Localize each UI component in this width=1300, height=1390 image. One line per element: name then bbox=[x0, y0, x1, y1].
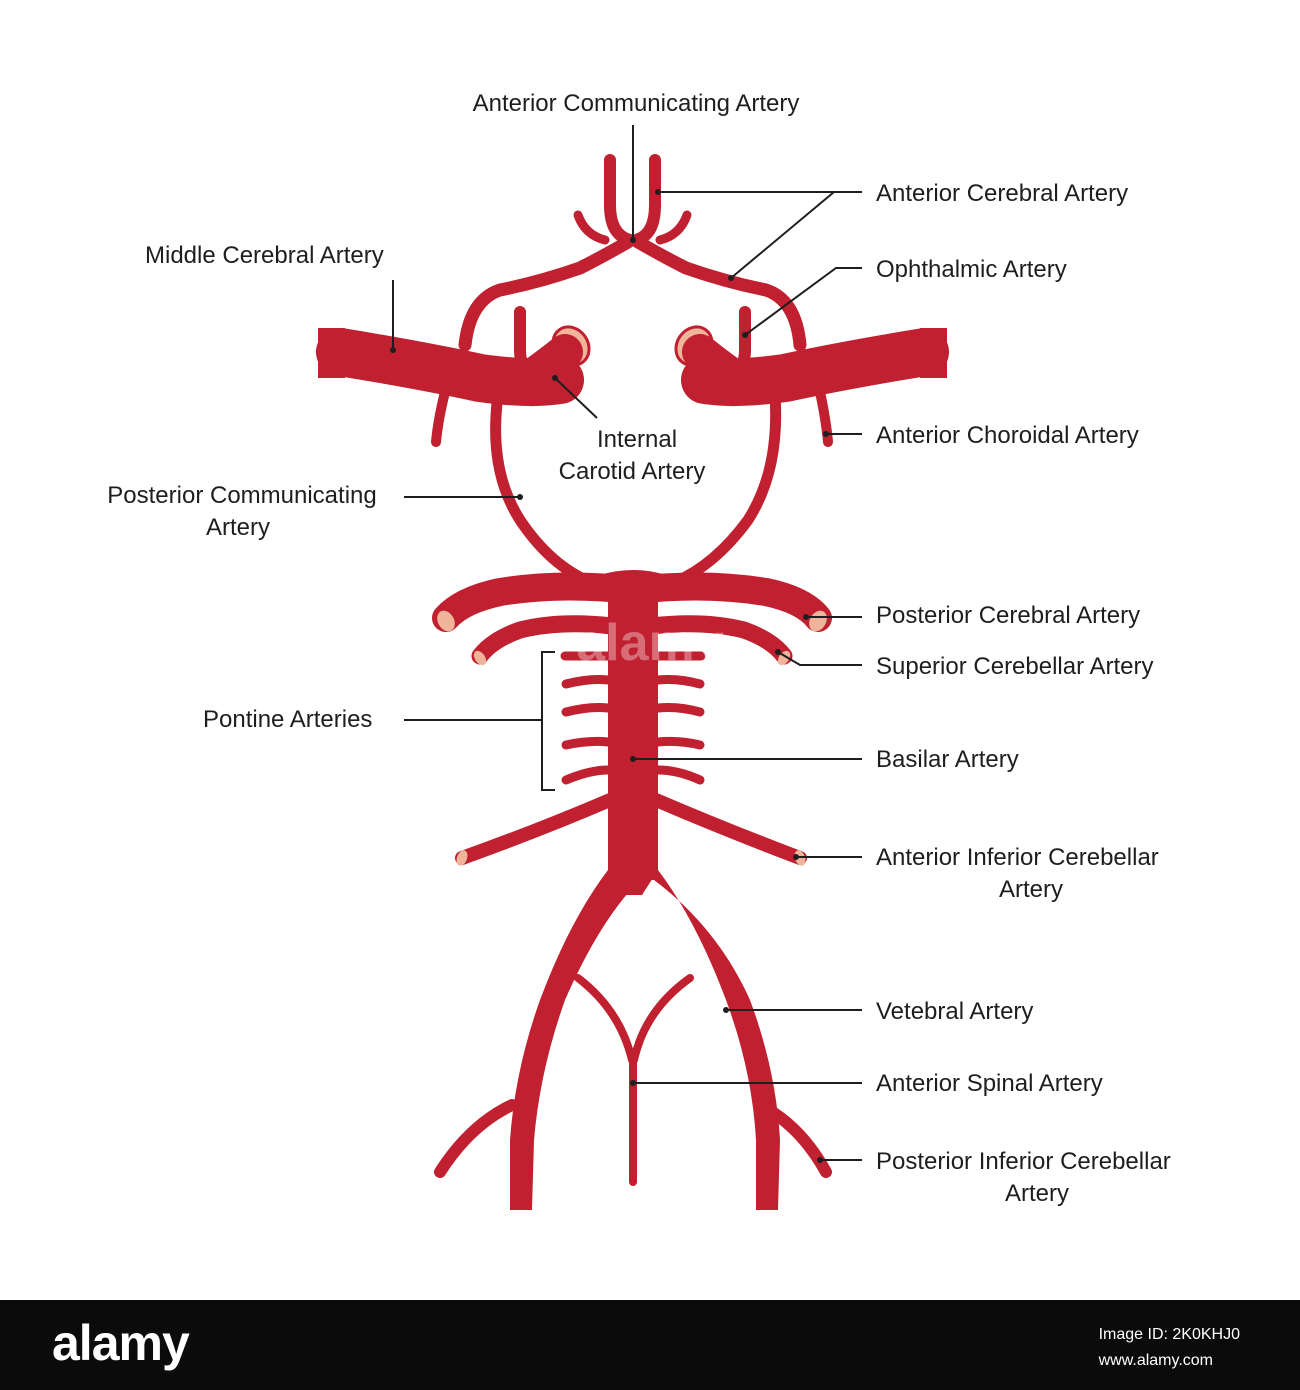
anterior-choroidal-artery-right bbox=[815, 387, 833, 447]
posterior-communicating-artery-left bbox=[490, 389, 596, 588]
label-posterior-inferior-cerebellar-artery-line1: Posterior Inferior Cerebellar bbox=[876, 1148, 1171, 1175]
anterior-spinal-artery-right-branch bbox=[630, 974, 694, 1064]
label-internal-carotid-artery-line2: Carotid Artery bbox=[559, 458, 706, 485]
image-id: Image ID: 2K0KHJ0 bbox=[1098, 1326, 1240, 1343]
leader-dot bbox=[817, 1157, 823, 1163]
label-anterior-inferior-cerebellar-artery-line1: Anterior Inferior Cerebellar bbox=[876, 844, 1159, 871]
aca-branch-left bbox=[573, 210, 610, 245]
leader-aca-2 bbox=[730, 191, 835, 279]
arteries bbox=[316, 154, 949, 1210]
vertebral-bifurcation bbox=[608, 870, 658, 895]
pontine-artery bbox=[653, 736, 705, 750]
leader-dot bbox=[655, 189, 661, 195]
anterior-inferior-cerebellar-artery-right bbox=[649, 793, 807, 865]
basilar-top bbox=[600, 570, 666, 595]
aica-end-left bbox=[456, 850, 468, 866]
label-pontine-arteries: Pontine Arteries bbox=[203, 706, 372, 733]
posterior-cerebral-artery-right bbox=[620, 572, 832, 632]
image-credit: Image ID: 2K0KHJ0 www.alamy.com bbox=[1099, 1322, 1240, 1374]
pontine-artery bbox=[653, 765, 705, 785]
mca-end-left bbox=[318, 328, 345, 378]
label-anterior-cerebral-artery: Anterior Cerebral Artery bbox=[876, 180, 1128, 207]
posterior-inferior-cerebellar-artery-left bbox=[434, 1099, 518, 1178]
label-anterior-spinal-artery: Anterior Spinal Artery bbox=[876, 1070, 1103, 1097]
leader-dot bbox=[552, 375, 558, 381]
leader-ophthalmic bbox=[744, 267, 862, 336]
pontine-artery bbox=[561, 703, 613, 717]
pontine-arteries bbox=[560, 651, 706, 785]
aca-branch-right bbox=[655, 210, 692, 245]
labels: Anterior Communicating Artery Anterior C… bbox=[107, 90, 1171, 1207]
superior-cerebellar-artery-left bbox=[471, 615, 621, 665]
anterior-inferior-cerebellar-artery-left bbox=[455, 793, 617, 865]
aca-arch-left bbox=[458, 235, 635, 352]
label-posterior-communicating-artery-line1: Posterior Communicating bbox=[107, 482, 376, 509]
leader-dot bbox=[775, 649, 781, 655]
pontine-bracket bbox=[541, 651, 555, 791]
basilar-artery bbox=[608, 590, 658, 880]
leader-dot bbox=[823, 431, 829, 437]
footer-bar: alamy Image ID: 2K0KHJ0 www.alamy.com bbox=[0, 1300, 1300, 1390]
pontine-artery bbox=[653, 675, 705, 689]
pca-end-right bbox=[809, 610, 827, 632]
leader-dot bbox=[390, 347, 396, 353]
pontine-artery bbox=[561, 675, 613, 689]
mca-end-right bbox=[920, 328, 947, 378]
leader-sca bbox=[777, 651, 862, 666]
sca-end-left bbox=[473, 650, 487, 666]
label-anterior-choroidal-artery: Anterior Choroidal Artery bbox=[876, 422, 1139, 449]
pontine-artery bbox=[561, 765, 613, 785]
label-ophthalmic-artery: Ophthalmic Artery bbox=[876, 256, 1067, 283]
leader-dot bbox=[630, 756, 636, 762]
watermark: alamy bbox=[576, 614, 724, 672]
leader-dot bbox=[630, 1080, 636, 1086]
pca-end-left bbox=[437, 610, 455, 632]
leader-dot bbox=[630, 237, 636, 243]
anterior-cerebral-artery-left bbox=[604, 154, 636, 246]
circle-of-willis-diagram: Anterior Communicating Artery Anterior C… bbox=[107, 90, 1171, 1210]
superior-cerebellar-artery-right bbox=[643, 615, 793, 665]
label-posterior-cerebral-artery: Posterior Cerebral Artery bbox=[876, 602, 1140, 629]
label-anterior-inferior-cerebellar-artery-line2: Artery bbox=[999, 876, 1063, 903]
label-basilar-artery: Basilar Artery bbox=[876, 746, 1019, 773]
leader-dot bbox=[728, 275, 734, 281]
label-internal-carotid-artery-line1: Internal bbox=[597, 426, 677, 453]
leader-dot bbox=[723, 1007, 729, 1013]
leader-dot bbox=[517, 494, 523, 500]
vertebral-artery-left bbox=[510, 870, 640, 1210]
pontine-artery bbox=[653, 703, 705, 717]
leader-dot bbox=[742, 332, 748, 338]
site-url[interactable]: www.alamy.com bbox=[1098, 1352, 1213, 1369]
internal-carotid-body-left bbox=[502, 334, 583, 403]
label-middle-cerebral-artery: Middle Cerebral Artery bbox=[145, 242, 384, 269]
anterior-cerebral-artery-right bbox=[630, 154, 661, 246]
anterior-spinal-artery-left-branch bbox=[574, 974, 636, 1064]
leader-lines bbox=[390, 125, 862, 1163]
alamy-logo[interactable]: alamy bbox=[52, 1315, 190, 1371]
label-vertebral-artery: Vetebral Artery bbox=[876, 998, 1033, 1025]
leader-dot bbox=[803, 614, 809, 620]
leader-dot bbox=[793, 854, 799, 860]
pontine-artery bbox=[561, 736, 613, 750]
label-posterior-communicating-artery-line2: Artery bbox=[206, 514, 270, 541]
label-anterior-communicating-artery: Anterior Communicating Artery bbox=[473, 90, 800, 117]
aca-arch-right bbox=[631, 235, 807, 352]
anterior-choroidal-artery-left bbox=[431, 387, 450, 447]
internal-carotid-body-right bbox=[682, 334, 763, 403]
label-superior-cerebellar-artery: Superior Cerebellar Artery bbox=[876, 653, 1153, 680]
posterior-communicating-artery-right bbox=[669, 389, 782, 588]
label-posterior-inferior-cerebellar-artery-line2: Artery bbox=[1005, 1180, 1069, 1207]
posterior-cerebral-artery-left bbox=[432, 572, 646, 632]
leader-ica bbox=[554, 377, 598, 419]
vertebral-artery-right bbox=[640, 870, 780, 1210]
